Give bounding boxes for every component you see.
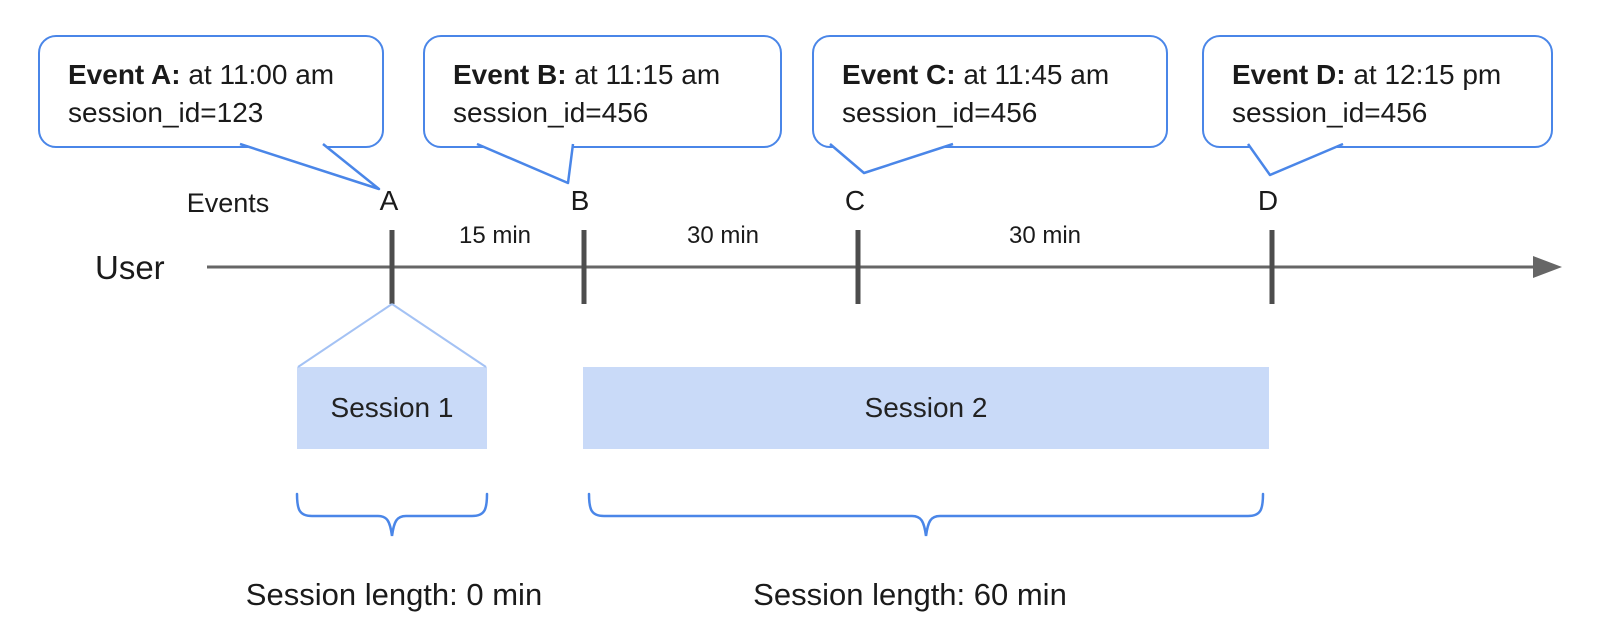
session-1-length-label: Session length: 0 min [245,577,543,612]
event-d-time: at 12:15 pm [1345,59,1502,90]
event-c-line1: Event C: at 11:45 am [842,56,1166,94]
event-marker-label-b: B [570,185,590,216]
event-b-session-id: session_id=456 [453,97,649,128]
event-b-title: Event B: [453,59,567,90]
session-2-block: Session 2 [583,367,1269,449]
event-d-session-id: session_id=456 [1232,97,1428,128]
event-b-time: at 11:15 am [566,59,721,90]
session-2-length-label: Session length: 60 min [753,577,1067,612]
funnel-line-left [297,303,393,368]
bubble-tail-c [829,142,954,175]
event-c-session-id: session_id=456 [842,97,1038,128]
timeline-arrowhead-icon [1533,256,1562,278]
events-axis-label: Events [186,188,270,218]
session-1-brace [295,492,489,537]
event-c-bubble: Event C: at 11:45 am session_id=456 [812,35,1168,148]
event-marker-label-d: D [1257,185,1279,216]
session-1-funnel-lines [297,303,487,368]
event-a-title: Event A: [68,59,181,90]
user-row-label: User [95,249,165,286]
session-1-label: Session 1 [330,392,454,423]
event-a-line1: Event A: at 11:00 am [68,56,382,94]
funnel-line-right [391,303,487,368]
event-d-line1: Event D: at 12:15 pm [1232,56,1551,94]
event-marker-label-c: C [844,185,866,216]
event-c-title: Event C: [842,59,956,90]
bubble-tail-a [239,142,381,191]
event-marker-label-a: A [379,185,399,216]
event-b-line1: Event B: at 11:15 am [453,56,780,94]
event-a-time: at 11:00 am [180,59,335,90]
session-2-label: Session 2 [864,392,988,423]
interval-label-b-c: 30 min [686,222,760,249]
event-d-bubble: Event D: at 12:15 pm session_id=456 [1202,35,1553,148]
event-d-title: Event D: [1232,59,1346,90]
event-a-session-id: session_id=123 [68,97,264,128]
bubble-tail-d [1246,142,1344,177]
event-a-bubble: Event A: at 11:00 am session_id=123 [38,35,384,148]
interval-label-c-d: 30 min [1008,222,1082,249]
interval-label-a-b: 15 min [458,222,532,249]
event-c-time: at 11:45 am [955,59,1110,90]
event-b-bubble: Event B: at 11:15 am session_id=456 [423,35,782,148]
session-2-brace [587,492,1265,537]
bubble-tail-b [476,142,575,185]
session-1-block: Session 1 [297,367,487,449]
